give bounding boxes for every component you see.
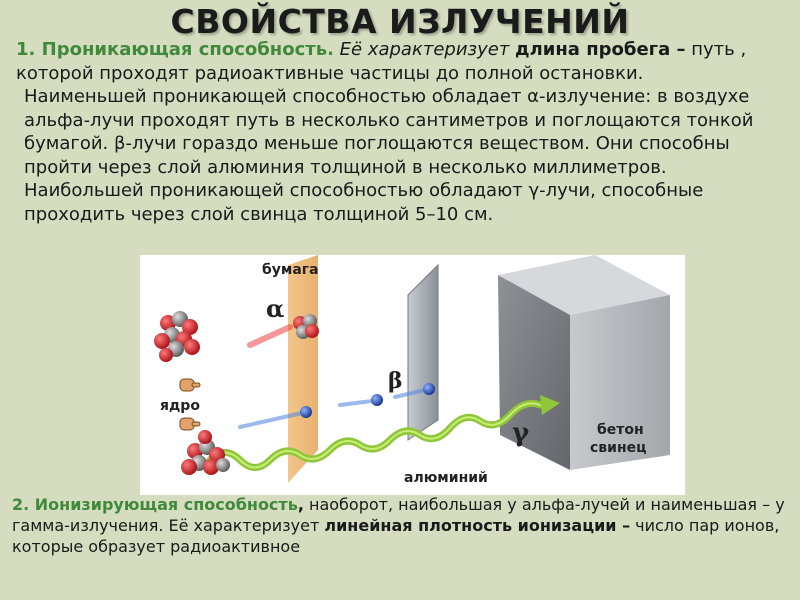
beta-electron-1 [300,406,312,418]
penetration-definition: 1. Проникающая способность. Её характери… [16,38,788,85]
beta-symbol: β [388,368,403,394]
beta-trail-1 [238,411,304,429]
lead-block-top [498,255,670,315]
ionization-comma: , [297,495,304,514]
gamma-wave [206,399,544,471]
ionization-density-term: линейная плотность ионизации – [324,516,631,535]
beta-electron-2 [371,394,383,406]
label-aluminum: алюминий [404,470,488,486]
alpha-symbol: α [266,294,285,323]
range-term: длина пробега – [515,39,686,60]
label-nucleus: ядро [160,398,200,414]
label-lead: свинец [590,440,647,456]
pointing-hand-icon [179,378,201,392]
alpha-particle [293,314,319,339]
range-definition: путь , которой проходят радиоактивные ча… [16,39,747,84]
lead-block-side [570,295,670,470]
penetration-section: 1. Проникающая способность. Её характери… [16,38,788,226]
pointing-hand-icon [179,417,201,431]
lead-block-front [498,275,570,470]
aluminum-sheet [407,263,439,441]
paper-sheet [288,255,318,483]
label-concrete: бетон [597,422,644,438]
intro-italic: Её характеризует [333,39,516,60]
ionization-text-1: наоборот, наибольшая у альфа-лучей и наи… [12,495,785,535]
label-paper: бумага [262,262,319,278]
beta-electron-3 [423,383,435,395]
beta-trail-2 [338,399,374,407]
gamma-wave-highlight [209,402,541,469]
slide-title: СВОЙСТВА ИЗЛУЧЕНИЙ [170,2,630,41]
alpha-trail [247,324,293,348]
ionization-text-2: число пар ионов, которые образует радиоа… [12,516,780,556]
nucleus-top [154,311,200,362]
ionization-section: 2. Ионизирующая способность, наоборот, н… [12,494,792,557]
gamma-symbol: γ [512,418,530,448]
beta-trail-3 [393,388,427,399]
radiation-penetration-figure [140,255,685,495]
penetration-paragraph: Наименьшей проникающей способностью обла… [24,86,754,225]
gamma-arrowhead [540,395,560,415]
ionization-paragraph: 2. Ионизирующая способность, наоборот, н… [12,494,792,557]
ionization-heading: 2. Ионизирующая способность [12,495,298,514]
penetration-heading: 1. Проникающая способность. [16,39,334,60]
nucleus-bottom [181,430,230,475]
